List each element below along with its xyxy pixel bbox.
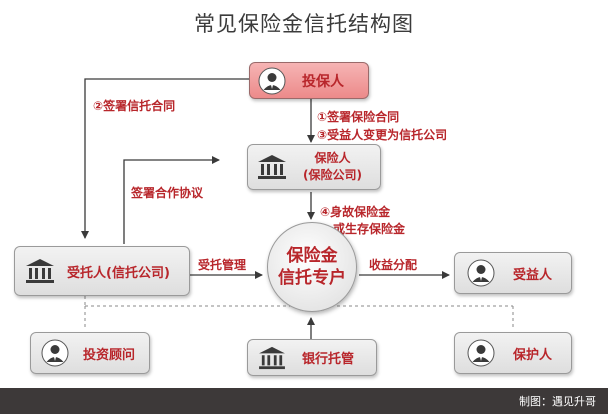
diagram-title: 常见保险金信托结构图 [194, 12, 414, 36]
trustee-label: 受托人(信托公司) [67, 265, 170, 281]
node-investment-advisor: 投资顾问 [30, 332, 150, 374]
edge-label-trust-management: 受托管理 [198, 258, 247, 272]
footer-credit: 制图：遇见升哥 [519, 395, 596, 408]
node-bank-custody: 银行托管 [247, 339, 377, 376]
person-icon [467, 259, 495, 287]
insurer-label: 保险人 [314, 151, 351, 165]
beneficiary-label: 受益人 [513, 267, 553, 283]
node-insurer: 保险人 (保险公司) [247, 144, 381, 190]
fund-label-line1: 保险金 [286, 246, 338, 266]
edge-label-change-beneficiary: ③受益人变更为信托公司 [317, 128, 448, 142]
node-policyholder: 投保人 [249, 62, 369, 99]
fund-label-line2: 信托专户 [278, 268, 346, 288]
footer-bar: 制图：遇见升哥 [0, 388, 608, 414]
node-beneficiary: 受益人 [454, 252, 572, 294]
edge-label-sign-trust: ②签署信托合同 [93, 99, 176, 113]
policyholder-label: 投保人 [302, 73, 344, 90]
custodian-label: 银行托管 [302, 352, 355, 367]
bank-icon [258, 155, 286, 179]
edge-label-sign-insurance: ①签署保险合同 [317, 110, 400, 124]
advisor-label: 投资顾问 [83, 347, 136, 363]
insurer-sublabel: (保险公司) [303, 168, 362, 182]
edge-label-sign-cooperation: 签署合作协议 [131, 186, 204, 200]
bank-icon [26, 259, 54, 283]
edge-label-income-distribution: 收益分配 [369, 258, 418, 272]
node-protector: 保护人 [454, 332, 572, 374]
edge-label-death-benefit: ④身故保险金 [320, 205, 391, 219]
edge-label-survival-benefit: 或生存保险金 [333, 222, 406, 236]
node-insurance-trust-account: 保险金 信托专户 [267, 222, 357, 312]
bank-icon [259, 346, 285, 369]
protector-label: 保护人 [513, 347, 553, 363]
person-icon [467, 339, 495, 367]
edge-trustee-insurer [123, 156, 220, 244]
person-icon [258, 67, 286, 94]
node-trustee: 受托人(信托公司) [14, 246, 190, 296]
edge-policyholder-trustee [81, 78, 249, 239]
person-icon [41, 339, 69, 367]
